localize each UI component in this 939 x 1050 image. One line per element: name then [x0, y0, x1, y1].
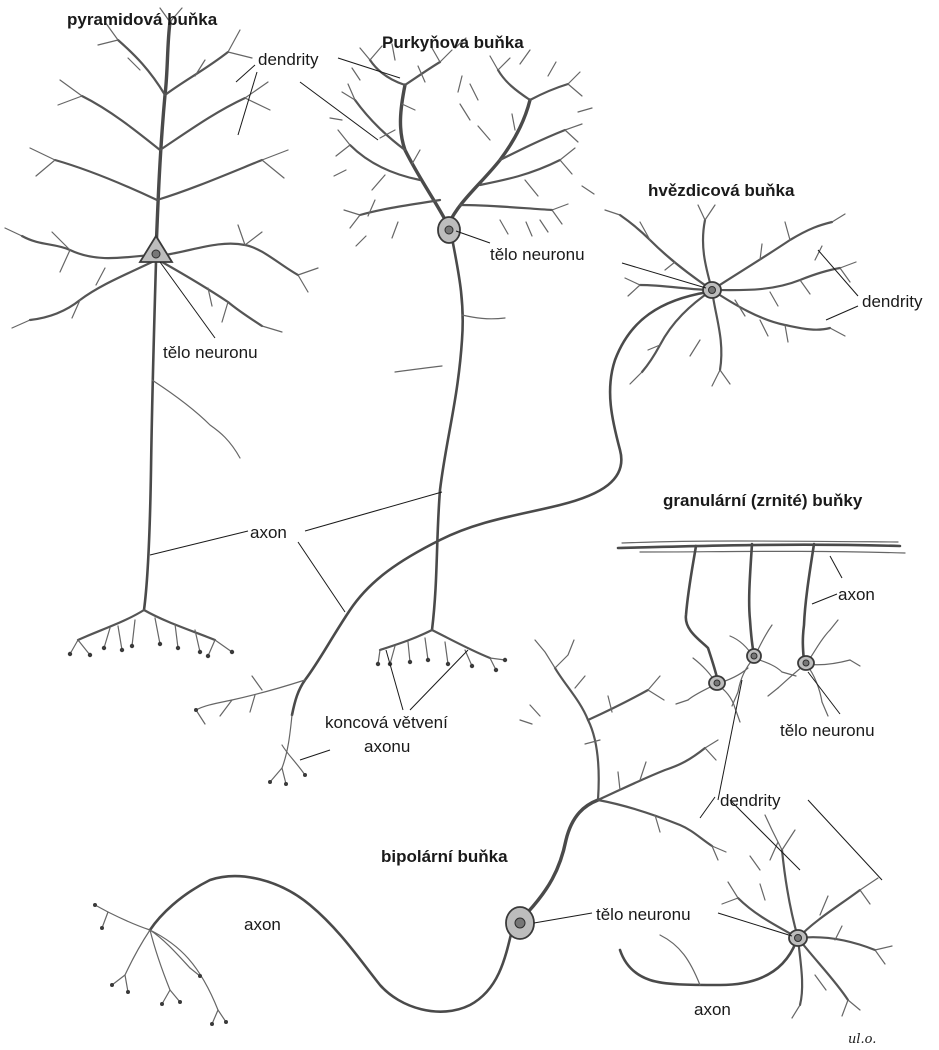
- artist-signature: ul.o.: [848, 1032, 876, 1047]
- label-terminal-line1: koncová větvení: [325, 713, 448, 732]
- label-axon-center: axon: [250, 523, 287, 542]
- granule-dendrites: [676, 620, 860, 722]
- bipolar-dendrite-trunk: [528, 800, 598, 912]
- granule-axon-2: [749, 544, 754, 655]
- granule-axon-3: [803, 544, 814, 662]
- label-axon-granule: axon: [838, 585, 875, 604]
- label-soma-pyramidal: tělo neuronu: [163, 343, 258, 362]
- purkinje-axon: [432, 238, 463, 630]
- label-dendrites-top: dendrity: [258, 50, 319, 69]
- pyramidal-cell: [5, 8, 318, 658]
- label-soma-granule: tělo neuronu: [780, 721, 875, 740]
- label-soma-bipolar: tělo neuronu: [596, 905, 691, 924]
- title-bipolar: bipolární buňka: [381, 847, 508, 866]
- purkinje-cell: [330, 38, 594, 672]
- bipolar-axon: [150, 876, 512, 1011]
- label-dendrites-bottom: dendrity: [720, 791, 781, 810]
- stellate-terminal-branches: [194, 676, 307, 786]
- label-terminal-line2: axonu: [364, 737, 410, 756]
- title-pyramidal: pyramidová buňka: [67, 10, 218, 29]
- stellate-axon: [292, 292, 708, 715]
- label-axon-bottom: axon: [694, 1000, 731, 1019]
- title-stellate: hvězdicová buňka: [648, 181, 795, 200]
- label-dendrites-stellate: dendrity: [862, 292, 923, 311]
- stellate-dendrites: [605, 205, 856, 386]
- granule-cells: [618, 541, 905, 722]
- bottom-neuron-dendrites: [722, 815, 892, 1018]
- purkinje-dendritic-tree: [330, 38, 594, 246]
- bipolar-dendrites: [520, 640, 726, 860]
- bipolar-terminal-branches: [93, 903, 228, 1026]
- label-soma-purkinje: tělo neuronu: [490, 245, 585, 264]
- granule-axon-1: [686, 546, 718, 682]
- bottom-neuron-axon: [620, 942, 796, 985]
- pyramidal-collateral: [152, 380, 240, 458]
- pyramidal-axon: [144, 262, 156, 610]
- title-purkinje: Purkyňova buňka: [382, 33, 524, 52]
- parallel-fibers: [618, 545, 900, 548]
- title-granule: granulární (zrnité) buňky: [663, 491, 863, 510]
- purkinje-terminal-branches: [376, 630, 507, 672]
- pyramidal-terminal-branches: [68, 610, 234, 658]
- label-axon-bipolar: axon: [244, 915, 281, 934]
